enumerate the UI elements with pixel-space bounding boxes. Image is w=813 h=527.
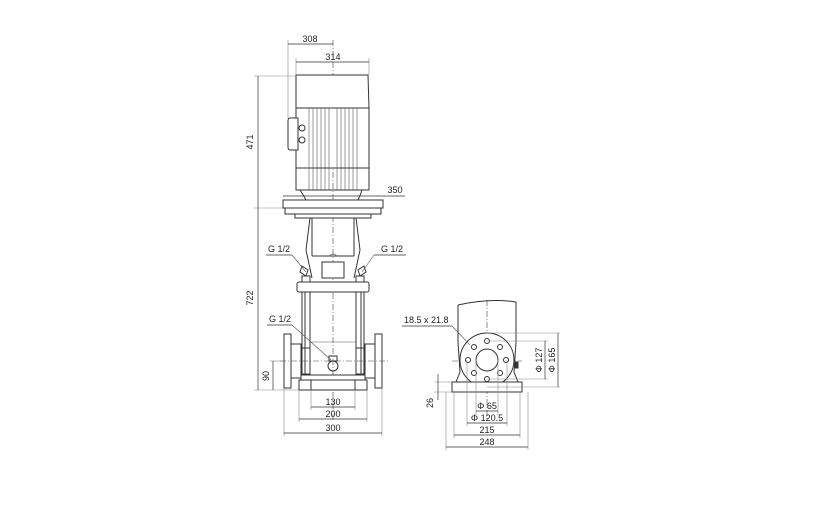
callout-drain: G 1/2 bbox=[269, 314, 291, 324]
dim-200: 200 bbox=[325, 409, 340, 419]
port-flanges bbox=[280, 333, 388, 389]
callout-vent-right: G 1/2 bbox=[381, 244, 403, 254]
dim-308: 308 bbox=[302, 34, 317, 44]
dim-300: 300 bbox=[325, 423, 340, 433]
dim-26: 26 bbox=[425, 398, 435, 408]
dim-350: 350 bbox=[387, 185, 402, 195]
side-view: 18.5 x 21.8 Φ 127 Φ 165 26 Φ 65 Φ 120.5 … bbox=[402, 300, 560, 450]
dim-471: 471 bbox=[245, 134, 255, 149]
motor bbox=[287, 74, 370, 201]
pump-head bbox=[296, 281, 370, 293]
dim-phi-120-5: Φ 120.5 bbox=[471, 413, 503, 423]
front-view: 308 314 471 350 722 90 130 200 bbox=[245, 34, 406, 436]
dim-722: 722 bbox=[245, 290, 255, 305]
dim-phi-65: Φ 65 bbox=[477, 401, 497, 411]
motor-flange bbox=[282, 199, 384, 219]
dim-314: 314 bbox=[325, 52, 340, 62]
dim-130: 130 bbox=[325, 397, 340, 407]
coupling-stool bbox=[299, 217, 367, 283]
bolt-holes bbox=[465, 338, 509, 382]
dim-phi-165: Φ 165 bbox=[547, 348, 557, 373]
dim-phi-127: Φ 127 bbox=[534, 348, 544, 373]
dim-215: 215 bbox=[479, 425, 494, 435]
dim-90: 90 bbox=[261, 371, 271, 381]
callout-vent-left: G 1/2 bbox=[268, 244, 290, 254]
dim-248: 248 bbox=[479, 437, 494, 447]
pump-base bbox=[298, 374, 368, 391]
dim-bolt-slot: 18.5 x 21.8 bbox=[404, 315, 449, 325]
